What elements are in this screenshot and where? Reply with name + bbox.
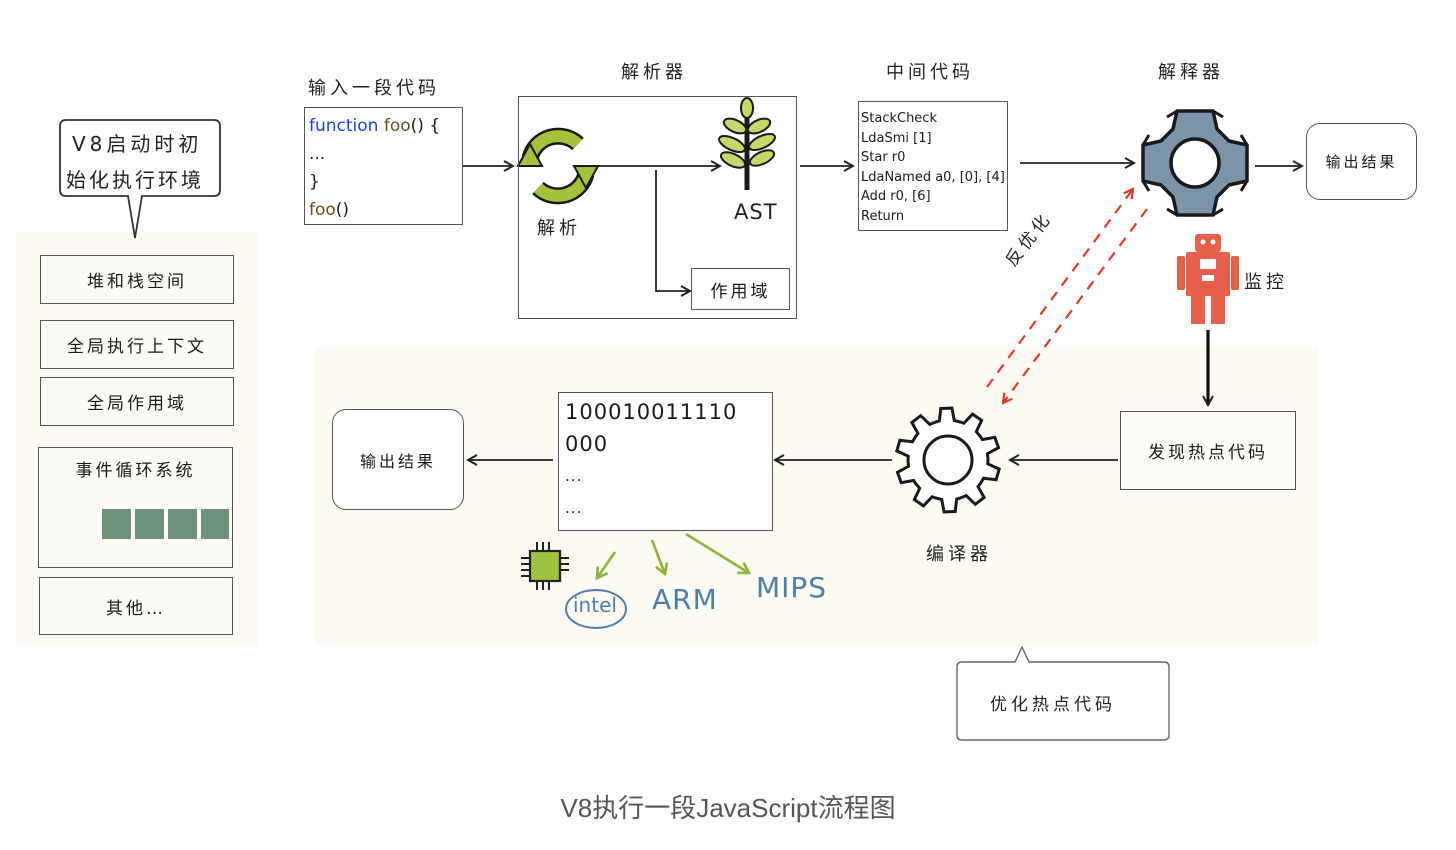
machine-code-line: ...: [565, 467, 583, 485]
code-line: foo(): [309, 200, 350, 220]
machine-code-line: 000: [565, 432, 609, 456]
bytecode-line: Return: [861, 208, 905, 224]
ast-label: AST: [734, 200, 778, 224]
interpreter-output-box: 输出结果: [1306, 123, 1417, 200]
bytecode-line: Add r0, [6]: [861, 189, 931, 204]
queue-slot: [201, 509, 229, 539]
global-scope-item: 全局作用域: [40, 377, 234, 426]
init-bubble-line2: 始化执行环境: [66, 168, 204, 192]
arrow-deopt-up: [986, 189, 1133, 388]
compiler-title: 编译器: [926, 544, 992, 565]
code-line: ...: [309, 144, 326, 164]
queue-slot: [102, 509, 131, 539]
code-line: }: [309, 172, 320, 192]
event-queue: [102, 509, 229, 539]
machine-code-box: 100010011110 000 ... ...: [558, 392, 773, 531]
global-context-item: 全局执行上下文: [40, 320, 234, 369]
init-bubble: [59, 119, 221, 239]
interpreter-gear-icon: [1141, 109, 1249, 217]
arrow-deopt-down: [1003, 208, 1148, 403]
compiler-panel: [315, 347, 1318, 645]
machine-code-line: 100010011110: [565, 400, 738, 424]
event-loop-item: 事件循环系统: [38, 447, 233, 568]
intel-logo-ring: [565, 589, 627, 629]
code-line: function foo() {: [309, 116, 441, 136]
bytecode-line: Star r0: [861, 150, 906, 165]
arch-mips: MIPS: [756, 571, 828, 604]
parser-box: [518, 96, 797, 319]
input-code-title: 输入一段代码: [308, 78, 440, 99]
optimize-bubble: [956, 645, 1170, 741]
input-code-box: function foo() { ... } foo(): [304, 107, 463, 225]
arch-arm: ARM: [652, 583, 718, 616]
bytecode-line: LdaSmi [1]: [861, 130, 932, 146]
event-loop-label: 事件循环系统: [75, 461, 196, 481]
diagram-caption: V8执行一段JavaScript流程图: [560, 793, 896, 823]
bytecode-box: StackCheck LdaSmi [1] Star r0 LdaNamed a…: [858, 101, 1008, 231]
scope-box: 作用域: [691, 268, 790, 310]
other-item: 其他…: [39, 577, 233, 635]
ast-tree-icon: [718, 97, 776, 190]
parser-title: 解析器: [621, 62, 687, 83]
parse-refresh-icon: [516, 127, 600, 205]
bytecode-line: StackCheck: [861, 111, 937, 126]
queue-slot: [168, 509, 197, 539]
arrow-to-intel: [597, 551, 617, 578]
arrow-to-mips: [685, 532, 749, 573]
arrow-to-arm: [650, 539, 665, 574]
monitor-label: 监控: [1244, 272, 1288, 293]
compiler-gear-icon: [894, 406, 1002, 514]
bytecode-title: 中间代码: [886, 62, 974, 83]
queue-slot: [135, 509, 164, 539]
compiler-output-box: 输出结果: [332, 409, 464, 510]
arrow-parse-to-scope: [655, 170, 690, 291]
monitor-robot-icon: [1177, 234, 1239, 324]
init-bubble-line1: V8启动时初: [72, 132, 203, 156]
arch-intel: intel: [573, 593, 617, 617]
cpu-chip-icon: [521, 542, 569, 590]
optimize-label: 优化热点代码: [990, 695, 1116, 715]
hot-code-box: 发现热点代码: [1120, 411, 1296, 490]
bytecode-line: LdaNamed a0, [0], [4]: [861, 169, 1005, 185]
heap-stack-item: 堆和栈空间: [40, 255, 234, 304]
interpreter-title: 解释器: [1158, 62, 1224, 83]
parse-label: 解析: [537, 218, 581, 239]
machine-code-line: ...: [565, 499, 583, 517]
